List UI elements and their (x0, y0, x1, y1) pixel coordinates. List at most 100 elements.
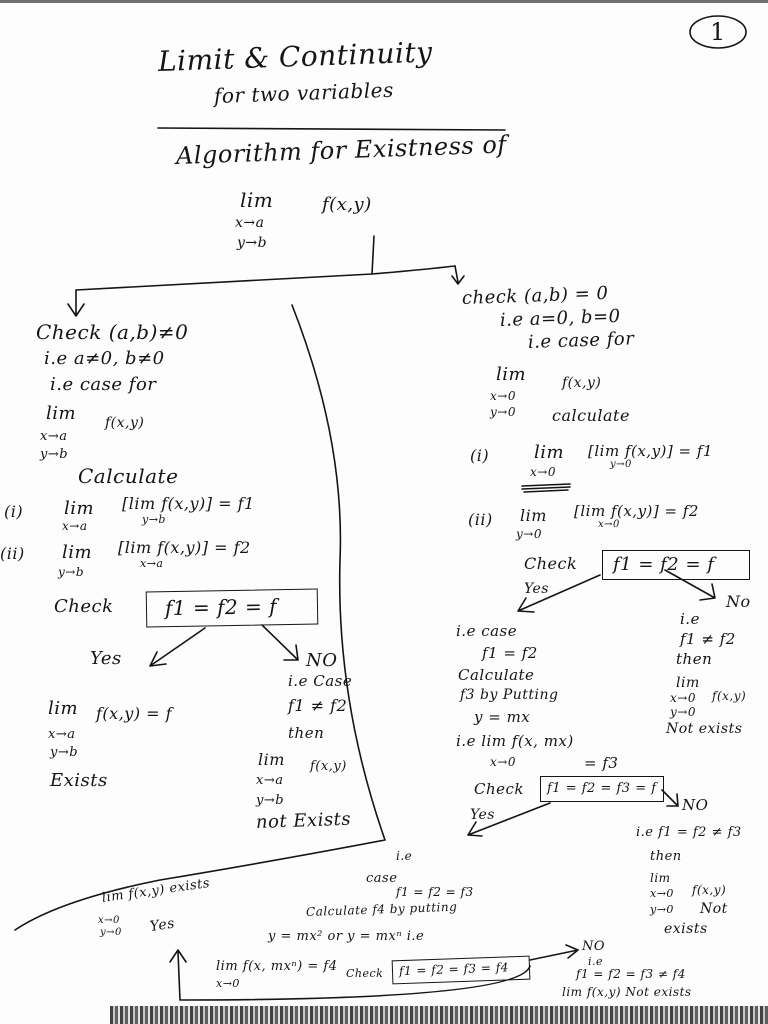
right-check2-box: f1 = f2 = f3 = f (540, 776, 664, 802)
left-check-box: f1 = f2 = f (145, 588, 319, 628)
left-yes-arrow (149, 627, 206, 667)
right-calculate: calculate (552, 406, 630, 425)
right-yes-ymx: y = mx (474, 708, 531, 726)
left-yes-result: Exists (50, 770, 108, 791)
heading-sub-x: x→a (235, 215, 265, 231)
title-underline (157, 127, 506, 131)
right-check-label: Check (524, 554, 578, 573)
no3: NO (582, 939, 606, 954)
right-no2-then: then (650, 849, 682, 864)
right-check2-label: Check (474, 780, 525, 798)
right-yes-arrow (517, 574, 601, 613)
left-condition: Check (a,b)≠0 (36, 320, 189, 344)
left-no-sub-y: y→b (256, 793, 285, 808)
case3-lim-sub: x→0 (216, 977, 240, 990)
left-step1-inner: [lim f(x,y)] = f1 (122, 494, 255, 513)
right-step1-label: (i) (470, 446, 490, 465)
heading-lim: lim (240, 188, 274, 212)
right-no2-sub-y: y→0 (650, 903, 674, 916)
left-no: NO (306, 650, 338, 671)
right-yes-calc: Calculate (458, 666, 535, 684)
left-step2-label: (ii) (0, 544, 25, 563)
right-yes-lim-result: = f3 (584, 754, 619, 772)
left-step1-inner-sub: y→b (142, 513, 166, 526)
left-no-ineq: f1 ≠ f2 (288, 696, 348, 715)
left-no-sub-x: x→a (256, 773, 284, 788)
spiral-binding-strip (110, 1006, 768, 1024)
right-step2-inner: [lim f(x,y)] = f2 (574, 502, 699, 520)
left-arrow (67, 289, 85, 317)
right-arrow (451, 265, 465, 285)
right-yes-lim-sub: x→0 (490, 755, 516, 769)
left-yes-expr: f(x,y) = f (96, 704, 173, 723)
right-lim: lim (496, 364, 527, 385)
bottom-return (169, 949, 531, 1001)
right-check-expr: f1 = f2 = f (613, 554, 715, 575)
right-yes-case: i.e case (456, 622, 518, 640)
left-lim: lim (46, 403, 77, 424)
left-no-result: not Exists (255, 808, 352, 833)
right-no2-arrow (661, 789, 679, 807)
right-step2-inner-sub: x→0 (598, 519, 620, 530)
left-check-expr: f1 = f2 = f (164, 594, 278, 621)
left-check-label: Check (54, 596, 114, 617)
final-sub-y: y→0 (100, 927, 122, 938)
title-line2: for two variables (213, 77, 395, 108)
case3-ie: i.e (396, 849, 413, 863)
right-step2-lim: lim (520, 506, 547, 525)
right-check2-expr: f1 = f2 = f3 = f (547, 781, 657, 796)
right-yes-lim: i.e lim f(x, mx) (456, 732, 574, 750)
right-step1-inner: [lim f(x,y)] = f1 (588, 442, 713, 460)
right-yes-eq: f1 = f2 (482, 644, 538, 662)
main-stem (371, 235, 375, 275)
case3-lim: lim f(x, mxⁿ) = f4 (216, 959, 338, 974)
left-step2-sub: y→b (58, 565, 85, 579)
heading-sub-y: y→b (237, 235, 268, 251)
left-no-arrow (261, 624, 299, 661)
check3-expr: f1 = f2 = f3 = f4 (398, 960, 510, 979)
right-no-result: Not exists (666, 721, 743, 737)
left-func: f(x,y) (105, 415, 145, 431)
right-no2-result1: Not (700, 901, 728, 917)
right-no-we: i.e (680, 610, 700, 628)
right-no2-sub-x: x→0 (650, 887, 674, 900)
left-no-case: i.e Case (288, 672, 353, 690)
no3-ie: i.e (588, 955, 604, 968)
case3-sub: y = mx² or y = mxⁿ i.e (268, 929, 425, 944)
page-top-edge (0, 0, 768, 3)
page-number: 1 (710, 18, 726, 46)
split-line (75, 265, 456, 291)
right-step1-lim: lim (534, 442, 565, 463)
right-no: No (726, 592, 751, 611)
right-no2: NO (682, 796, 709, 814)
left-case-for: i.e case for (50, 374, 157, 395)
right-ie: i.e a=0, b=0 (499, 305, 621, 331)
case3-label: case (366, 871, 398, 886)
right-no-then: then (676, 650, 713, 668)
right-check-box: f1 = f2 = f (602, 550, 750, 580)
final-sub-x: x→0 (98, 915, 120, 926)
right-no2-lim: lim (650, 871, 671, 885)
left-yes: Yes (90, 648, 122, 669)
left-step1-label: (i) (4, 502, 24, 521)
right-no-sub-y: y→0 (670, 705, 696, 719)
right-yes-f3: f3 by Putting (460, 687, 559, 703)
scribble (521, 483, 571, 493)
left-sub-y: y→b (40, 447, 69, 462)
right-step2-label: (ii) (468, 510, 493, 529)
left-yes-sub-x: x→a (48, 727, 76, 742)
no3-ineq: f1 = f2 = f3 ≠ f4 (576, 967, 686, 981)
right-yes: Yes (524, 581, 549, 597)
right-no2-ie: i.e f1 = f2 ≠ f3 (636, 825, 742, 840)
right-yes2-arrow (467, 802, 551, 837)
bottom-loop (529, 944, 579, 961)
divider-curve (14, 304, 386, 931)
right-sub-y: y→0 (490, 405, 516, 419)
right-step2-sub: y→0 (516, 527, 542, 541)
right-no2-func: f(x,y) (692, 883, 727, 897)
left-ie: i.e a≠0, b≠0 (44, 348, 165, 369)
left-step1-sub: x→a (62, 519, 88, 533)
left-step2-inner: [lim f(x,y)] = f2 (118, 538, 251, 557)
